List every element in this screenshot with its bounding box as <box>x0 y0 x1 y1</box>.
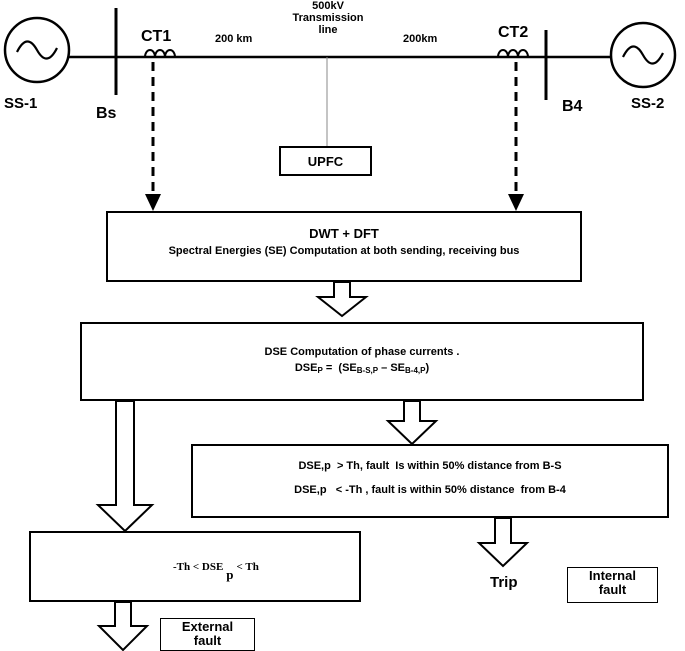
line-title-2: Transmission <box>292 12 364 24</box>
eq-lhs-sub: P <box>317 366 323 376</box>
external-fault-box: External fault <box>160 618 255 651</box>
label-ct1: CT1 <box>141 28 172 45</box>
dwt-dft-box: DWT + DFT Spectral Energies (SE) Computa… <box>106 211 582 282</box>
arrow-dwt-to-dse <box>315 281 369 318</box>
arrow-dse-to-decision <box>385 400 439 446</box>
line-title-1: 500kV <box>312 0 344 12</box>
internal-fault-line-2: fault <box>598 582 627 598</box>
source-ss1-symbol <box>3 16 71 84</box>
arrow-external-to-fault <box>96 601 150 651</box>
arrow-decision-to-trip <box>476 517 530 568</box>
ct2-coil <box>497 49 529 58</box>
external-fault-line-2: fault <box>193 633 222 649</box>
cond-left: -Th < DSE <box>173 561 224 573</box>
ct1-signal-arrowhead <box>145 194 161 211</box>
decision-line-1: DSE,p > Th, fault Is within 50% distance… <box>298 460 562 472</box>
label-bus-bs: Bs <box>96 105 117 122</box>
decision-line-2: DSE,p < -Th , fault is within 50% distan… <box>294 484 566 497</box>
internal-fault-line-1: Internal <box>589 568 636 583</box>
eq-minus: – SE <box>378 362 406 375</box>
internal-fault-box: Internal fault <box>567 567 658 603</box>
label-line-title: 500kV Transmission line <box>280 0 376 36</box>
label-segment-right: 200km <box>403 33 438 45</box>
line-title-3: line <box>318 24 338 36</box>
dwt-dft-title: DWT + DFT <box>309 226 379 241</box>
label-ss1: SS-1 <box>4 95 38 112</box>
cond-right: < Th <box>236 561 259 573</box>
decision-box: DSE,p > Th, fault Is within 50% distance… <box>191 444 669 518</box>
label-segment-left: 200 km <box>215 33 253 45</box>
label-ct2: CT2 <box>498 24 529 41</box>
arrow-dse-to-external <box>95 400 155 533</box>
eq-lhs: DSE <box>294 362 318 375</box>
label-ss2: SS-2 <box>631 95 665 112</box>
ct2-signal-arrowhead <box>508 194 524 211</box>
dwt-dft-subtitle: Spectral Energies (SE) Computation at bo… <box>168 245 520 258</box>
eq-sub2: B-4,P <box>405 366 426 376</box>
trip-label: Trip <box>490 574 518 591</box>
label-bus-b4: B4 <box>562 98 583 115</box>
cond-sub: p <box>226 567 234 582</box>
ct1-coil <box>144 49 176 58</box>
source-ss2-symbol <box>609 21 677 89</box>
dse-equation: DSEP = (SEB-S,P – SEB-4,P) <box>82 362 642 376</box>
upfc-box: UPFC <box>279 146 372 176</box>
upfc-label: UPFC <box>307 154 344 169</box>
dse-computation-box: DSE Computation of phase currents . DSEP… <box>80 322 644 401</box>
eq-end: ) <box>425 362 430 375</box>
eq-sub1: B-S,P <box>356 366 379 376</box>
dse-computation-line: DSE Computation of phase currents . <box>264 346 460 358</box>
external-fault-line-1: External <box>181 619 234 634</box>
eq-mid: = (SE <box>322 362 357 375</box>
